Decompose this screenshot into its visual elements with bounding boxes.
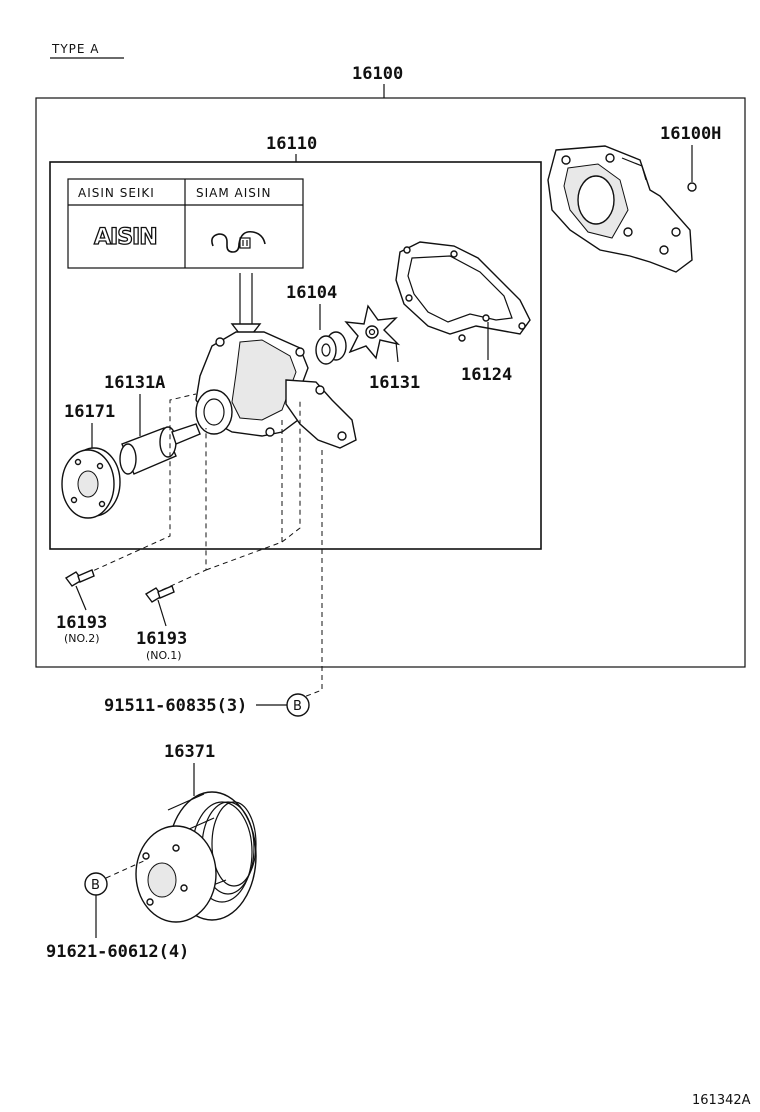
- part-label-16124: 16124: [461, 365, 512, 385]
- pulley-16371: [135, 791, 257, 923]
- seal-16104: [315, 331, 347, 365]
- sub-assembly-frame: [49, 161, 542, 550]
- part-16100H-plug: [687, 182, 697, 192]
- assembly-number-label: 16100: [352, 64, 403, 84]
- bolt-guide-pulley: [105, 859, 147, 879]
- pump-housing-16100H: [547, 145, 693, 273]
- impeller-16131: [344, 304, 401, 360]
- bolt-16193-no1: [144, 585, 175, 603]
- bolt-16193-no2: [64, 569, 95, 587]
- aisin-logo: AISIN: [94, 225, 157, 250]
- gasket-16124: [395, 241, 531, 342]
- leader-16193-no1: [157, 599, 167, 627]
- leader-16131: [395, 341, 399, 363]
- pump-body: [195, 331, 357, 449]
- part-label-16371: 16371: [164, 742, 215, 762]
- part-label-16171: 16171: [64, 402, 115, 422]
- ref-letter-b2: B: [91, 878, 100, 893]
- part-label-16131: 16131: [369, 373, 420, 393]
- maker-left-title: AISIN SEIKI: [78, 186, 155, 200]
- part-note-16193-no2: (NO.2): [64, 632, 100, 645]
- ref-circle-b1: [286, 693, 310, 717]
- part-label-bolt-b2: 91621-60612(4): [46, 942, 189, 962]
- ref-letter-b1: B: [293, 699, 302, 714]
- part-label-16193-no2: 16193: [56, 613, 107, 633]
- shaft-bearing-16131A: [119, 423, 201, 475]
- type-label: TYPE A: [51, 42, 100, 56]
- part-label-16193-no1: 16193: [136, 629, 187, 649]
- maker-identification-box: AISIN SEIKI SIAM AISIN AISIN: [67, 178, 304, 269]
- part-note-16193-no1: (NO.1): [146, 649, 182, 662]
- siam-aisin-logo: [211, 230, 266, 253]
- sub-assembly-number-label: 16110: [266, 134, 317, 154]
- assembly-frame: [35, 97, 746, 668]
- part-label-16100H: 16100H: [660, 124, 721, 144]
- bolt-guide-lines: [85, 393, 323, 701]
- diagram-code: 161342A: [692, 1093, 751, 1108]
- part-label-16104: 16104: [286, 283, 337, 303]
- part-label-bolt-b1: 91511-60835(3): [104, 696, 247, 716]
- leader-16193-no2: [75, 585, 87, 611]
- part-label-16131A: 16131A: [104, 373, 165, 393]
- flange-16171: [61, 447, 121, 519]
- maker-right-title: SIAM AISIN: [196, 186, 271, 200]
